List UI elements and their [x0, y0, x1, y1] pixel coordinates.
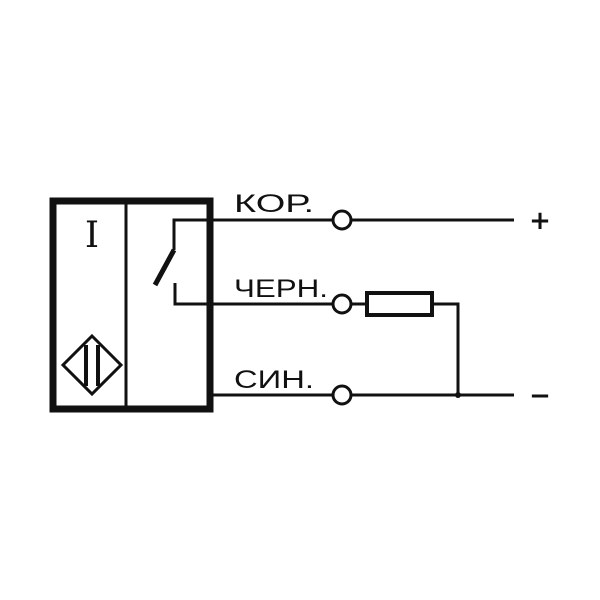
terminal-brown: [331, 209, 353, 231]
terminal-black: [331, 293, 353, 315]
load-return-wire: [432, 302, 460, 395]
plus-terminal-label: +: [529, 206, 551, 236]
inductive-sensor-icon: [60, 333, 124, 397]
wire-label-brown: КОР.: [234, 190, 314, 218]
wire-label-black: ЧЕРН.: [234, 275, 328, 303]
minus-terminal-label: −: [529, 381, 551, 411]
terminal-blue: [331, 384, 353, 406]
wire-label-blue: СИН.: [234, 366, 314, 394]
switch-contact-icon: [152, 218, 212, 306]
load-resistor: [365, 291, 434, 317]
sensor-symbol: I: [85, 215, 99, 256]
